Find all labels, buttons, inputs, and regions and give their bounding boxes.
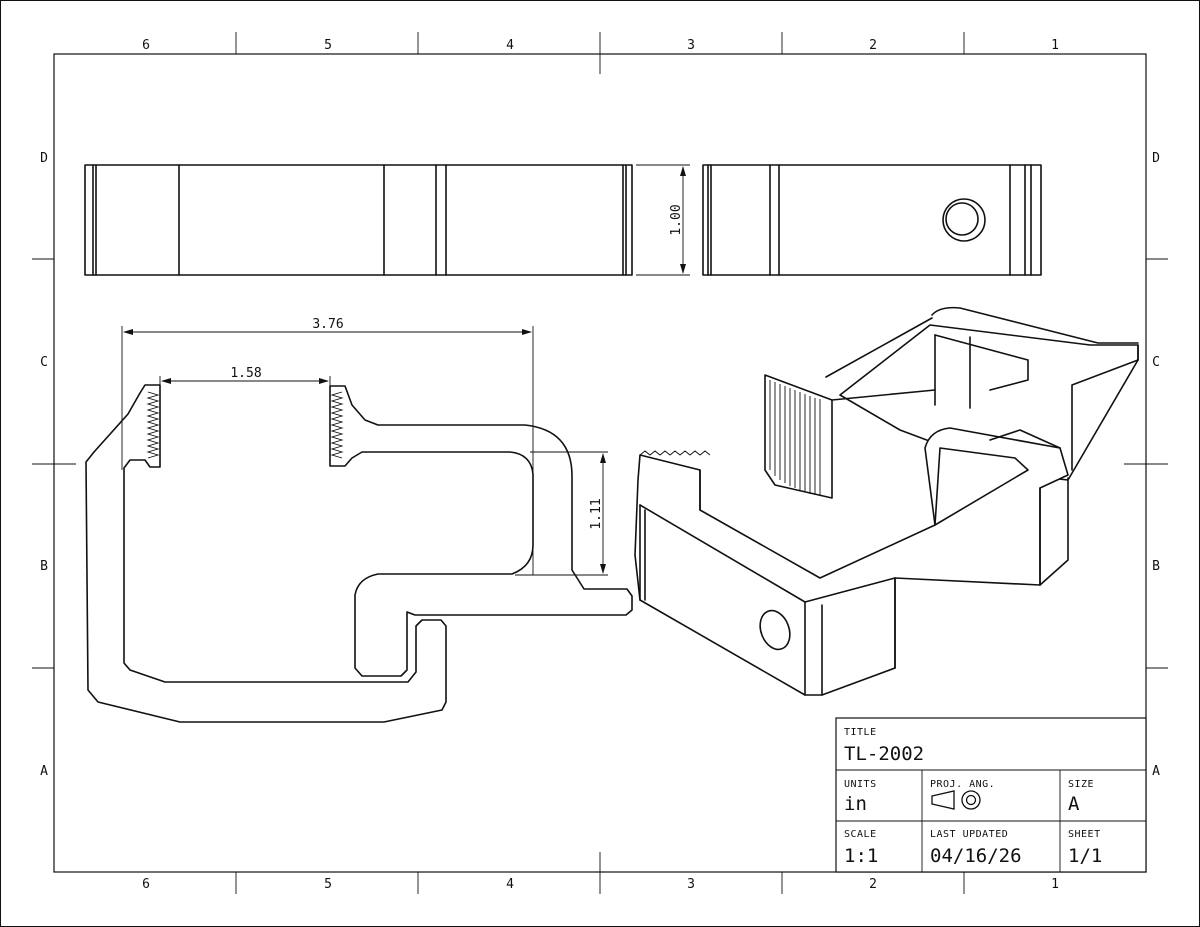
scale-caption: SCALE	[844, 829, 877, 840]
size-caption: SIZE	[1068, 779, 1094, 790]
bolt-hole-iso	[759, 609, 791, 651]
serration-right	[330, 391, 344, 459]
third-angle-projection-icon	[931, 790, 981, 810]
isometric-view	[634, 306, 1139, 696]
dimension-overall-width	[121, 326, 534, 575]
dim-label-height: 1.11	[589, 498, 604, 529]
zone-row-a: A	[40, 764, 48, 779]
side-view	[702, 164, 1042, 276]
units-value: in	[844, 793, 867, 815]
dim-label-thickness: 1.00	[669, 204, 684, 235]
isometric-front-serrations	[639, 450, 711, 456]
units-caption: UNITS	[844, 779, 877, 790]
front-profile-view	[85, 384, 633, 723]
zone-row-c: C	[40, 355, 48, 370]
zone-col-3-bottom: 3	[687, 877, 695, 892]
dimension-height	[515, 451, 608, 576]
zone-col-2: 2	[869, 38, 877, 53]
zone-labels-left: D C B A	[40, 151, 48, 779]
zone-row-d-right: D	[1152, 151, 1160, 166]
sheet-caption: SHEET	[1068, 829, 1101, 840]
dim-label-overall-width: 3.76	[312, 317, 343, 332]
zone-row-c-right: C	[1152, 355, 1160, 370]
zone-row-b-right: B	[1152, 559, 1160, 574]
title-block: TITLE TL-2002 UNITS in PROJ. ANG. SIZE A…	[835, 717, 1147, 873]
title-caption: TITLE	[844, 727, 877, 738]
zone-ticks	[32, 32, 1168, 894]
scale-value: 1:1	[844, 845, 878, 867]
zone-col-5-bottom: 5	[324, 877, 332, 892]
zone-col-3: 3	[687, 38, 695, 53]
zone-col-2-bottom: 2	[869, 877, 877, 892]
dimension-thickness	[636, 164, 690, 276]
zone-row-a-right: A	[1152, 764, 1160, 779]
updated-caption: LAST UPDATED	[930, 829, 1008, 840]
bolt-hole-side	[942, 198, 986, 242]
zone-col-1: 1	[1051, 38, 1059, 53]
top-view	[84, 164, 633, 276]
zone-col-4-bottom: 4	[506, 877, 514, 892]
updated-value: 04/16/26	[930, 845, 1022, 867]
zone-labels-bottom: 6 5 4 3 2 1	[142, 877, 1059, 892]
zone-col-6: 6	[142, 38, 150, 53]
sheet-value: 1/1	[1068, 845, 1102, 867]
zone-col-6-bottom: 6	[142, 877, 150, 892]
size-value: A	[1068, 793, 1080, 815]
zone-col-5: 5	[324, 38, 332, 53]
proj-caption: PROJ. ANG.	[930, 779, 995, 790]
title-value: TL-2002	[844, 743, 924, 765]
zone-labels-top: 6 5 4 3 2 1	[142, 38, 1059, 53]
dimension-jaw-gap	[159, 376, 331, 390]
serration-left	[146, 391, 160, 459]
zone-row-b: B	[40, 559, 48, 574]
zone-col-4: 4	[506, 38, 514, 53]
dim-label-jaw-gap: 1.58	[230, 366, 261, 381]
zone-row-d: D	[40, 151, 48, 166]
isometric-serrations	[769, 380, 821, 496]
zone-col-1-bottom: 1	[1051, 877, 1059, 892]
zone-labels-right: D C B A	[1152, 151, 1160, 779]
